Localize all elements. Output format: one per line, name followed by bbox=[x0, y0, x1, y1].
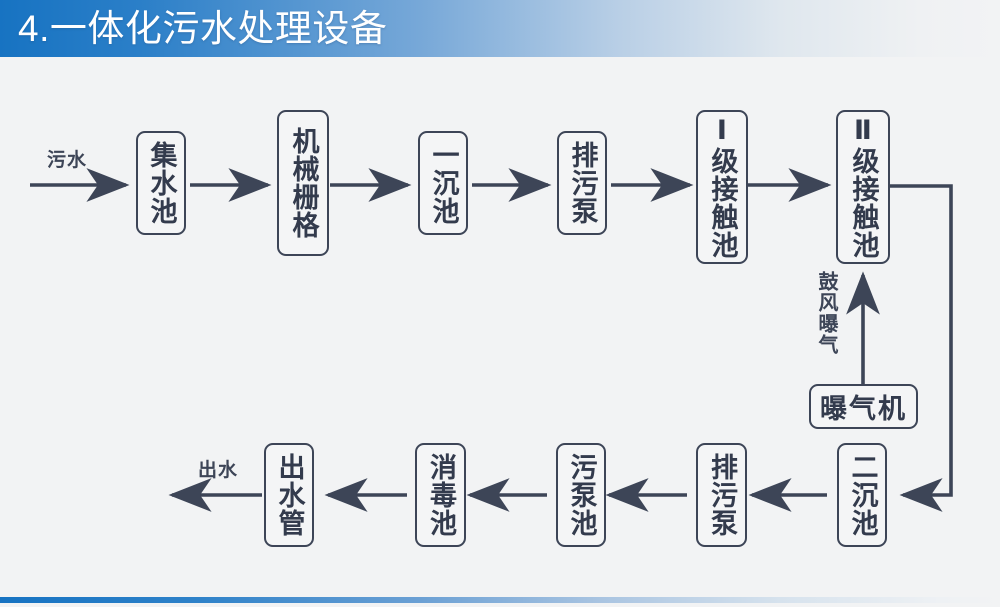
outlet-label: 出水 bbox=[198, 460, 239, 481]
inlet-label: 污水 bbox=[47, 150, 88, 171]
edge-jiechuchi2-to-erchenchi bbox=[890, 184, 953, 512]
node-label: 污泵池 bbox=[566, 453, 597, 537]
header-bar: 4.一体化污水处理设备 bbox=[0, 0, 1000, 57]
node-label: 出水管 bbox=[274, 453, 305, 537]
node-label: 集水池 bbox=[146, 141, 177, 225]
aeration-label: 鼓风曝气 bbox=[815, 271, 837, 355]
node-label: Ⅰ级接触池 bbox=[707, 115, 738, 259]
node-xiaoduchi[interactable]: 消毒池 bbox=[415, 443, 466, 547]
node-label: 排污泵 bbox=[706, 453, 737, 537]
connector-layer bbox=[30, 168, 953, 512]
node-label: 一沉池 bbox=[428, 141, 459, 225]
node-puqiji[interactable]: 曝气机 bbox=[809, 384, 918, 429]
node-label: 机械栅格 bbox=[288, 127, 319, 239]
node-label: 二沉池 bbox=[847, 453, 878, 537]
footer-accent-bar bbox=[0, 597, 1000, 603]
node-chushuiguan[interactable]: 出水管 bbox=[264, 443, 314, 547]
node-label: Ⅱ级接触池 bbox=[848, 115, 879, 259]
node-label: 排污泵 bbox=[567, 141, 598, 225]
node-erchenchi[interactable]: 二沉池 bbox=[837, 443, 887, 547]
node-paiwubeng1[interactable]: 排污泵 bbox=[557, 131, 607, 235]
node-yichenchi[interactable]: 一沉池 bbox=[418, 131, 468, 235]
node-jiechuchi2[interactable]: Ⅱ级接触池 bbox=[836, 110, 890, 264]
node-jixieshange[interactable]: 机械栅格 bbox=[277, 110, 329, 256]
node-label: 曝气机 bbox=[820, 394, 907, 424]
node-label: 消毒池 bbox=[425, 453, 456, 537]
node-wubengchi[interactable]: 污泵池 bbox=[556, 443, 606, 547]
node-paiwubeng2[interactable]: 排污泵 bbox=[696, 443, 747, 547]
node-jiechuchi1[interactable]: Ⅰ级接触池 bbox=[696, 110, 748, 264]
page-title: 4.一体化污水处理设备 bbox=[18, 8, 388, 49]
flowchart-canvas: 污水 出水 鼓风曝气 集水池 机械栅格 一沉池 排污泵 Ⅰ级接触池 Ⅱ级接触池 … bbox=[0, 57, 1000, 597]
node-jishuichi[interactable]: 集水池 bbox=[136, 131, 186, 235]
